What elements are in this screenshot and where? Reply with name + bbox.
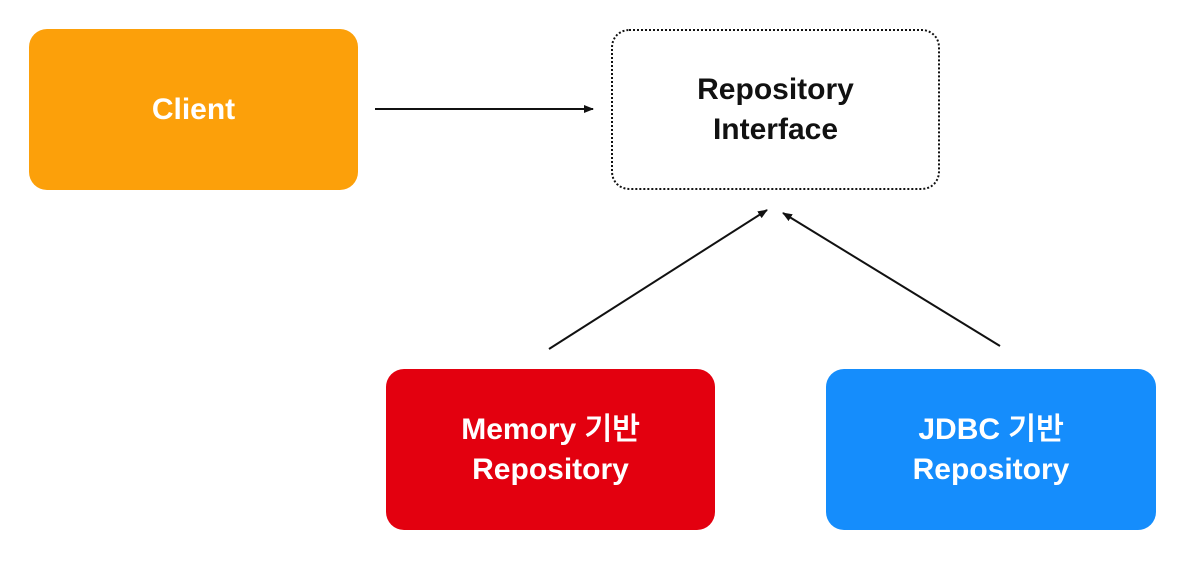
memory-repository-label: Memory 기반 Repository	[461, 412, 640, 486]
repository-interface-box: Repository Interface	[611, 29, 940, 190]
repository-interface-label: Repository Interface	[697, 72, 854, 146]
jdbc-repository-label: JDBC 기반 Repository	[912, 412, 1070, 486]
memory-repository-box: Memory 기반 Repository	[386, 369, 715, 530]
client-label: Client	[151, 92, 236, 126]
arrow-jdbc-to-interface	[782, 212, 1001, 347]
arrow-memory-to-interface	[548, 209, 768, 350]
jdbc-repository-box: JDBC 기반 Repository	[826, 369, 1156, 530]
client-box: Client	[29, 29, 358, 190]
